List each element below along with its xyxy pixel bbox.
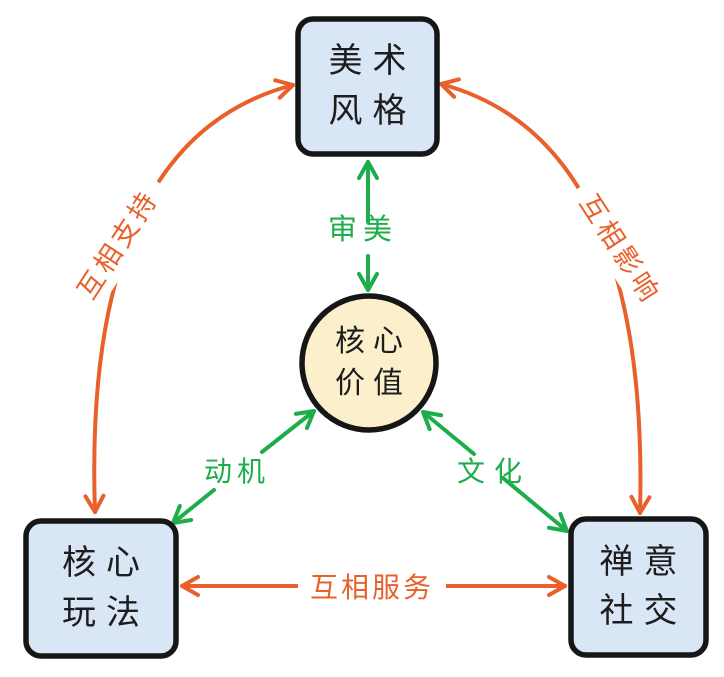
node-zen-social-box [568, 516, 709, 658]
edge-motivation-upper [260, 409, 316, 454]
edge-mutual-influence-curve [439, 77, 652, 515]
node-core-value-circle [299, 293, 439, 433]
edge-motivation-lower [171, 488, 216, 525]
edge-culture-lower [501, 476, 569, 533]
edge-mutual-support-curve [83, 78, 295, 514]
node-core-gameplay-box [23, 518, 179, 659]
edge-culture-upper [421, 410, 476, 456]
node-art-style-box [295, 16, 440, 157]
